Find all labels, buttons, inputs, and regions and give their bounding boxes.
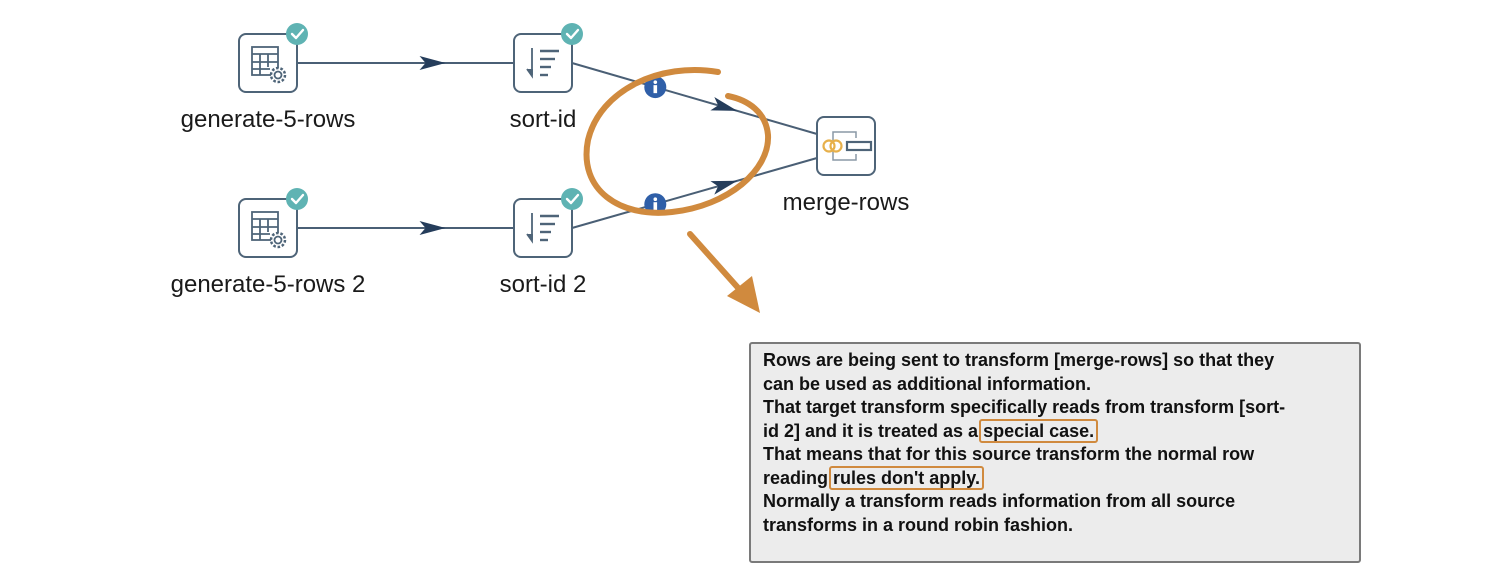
merge-path-top <box>832 131 857 142</box>
tooltip-text: can be used as additional information. <box>763 373 1092 394</box>
tooltip-text: transforms in a round robin fashion. <box>763 514 1074 535</box>
check-mark <box>565 193 580 205</box>
hop-arrow-icon <box>710 96 738 111</box>
info-dot <box>653 80 658 84</box>
merge-path-bottom <box>832 150 857 161</box>
hop-line[interactable] <box>571 62 818 135</box>
check-mark <box>565 28 580 40</box>
check-mark <box>290 193 305 205</box>
highlight-rules-dont-apply: rules don't apply. <box>829 465 984 490</box>
hop-arrow-icon <box>419 56 446 70</box>
sort-descending-icon <box>526 48 559 79</box>
check-badge <box>286 23 308 45</box>
node-box[interactable] <box>513 33 573 93</box>
success-check-icon <box>561 188 583 210</box>
node-label-generate-5-rows-2: generate-5-rows 2 <box>170 271 366 298</box>
hop-arrow-icon <box>710 180 738 195</box>
gear-center <box>273 235 283 245</box>
tooltip-line: Rows are being sent to transform [merge-… <box>763 349 1347 373</box>
hop-arrow-icon <box>419 221 446 235</box>
merge-output-bar <box>845 140 873 152</box>
check-badge <box>286 188 308 210</box>
table-gear-icon <box>251 46 287 84</box>
success-check-icon <box>561 23 583 45</box>
node-merge-rows[interactable] <box>816 116 876 176</box>
check-badge <box>561 23 583 45</box>
sort-descending-icon <box>526 213 559 244</box>
node-sort-id-2[interactable] <box>513 188 583 258</box>
hop-info-tooltip: Rows are being sent to transform [merge-… <box>749 342 1361 563</box>
tooltip-text: That means that for this source transfor… <box>763 444 1255 464</box>
node-generate-5-rows[interactable] <box>238 23 308 93</box>
tooltip-line: transforms in a round robin fashion. <box>763 514 1347 538</box>
table-outline <box>251 211 279 241</box>
tooltip-line: can be used as additional information. <box>763 373 1347 397</box>
node-label-merge-rows: merge-rows <box>782 189 910 216</box>
tooltip-line: That means that for this source transfor… <box>763 443 1347 467</box>
success-check-icon <box>286 188 308 210</box>
tooltip-text: That target transform specifically reads… <box>763 397 1286 417</box>
hop-line[interactable] <box>571 157 818 229</box>
hop-sort-id-to-merge-rows[interactable] <box>571 62 818 135</box>
node-generate-5-rows-2[interactable] <box>238 188 308 258</box>
merge-ring <box>822 139 836 153</box>
annotation-circle <box>583 66 772 216</box>
tooltip-text: id 2] and it is treated as a <box>763 420 979 441</box>
sort-arrow-head <box>526 68 533 79</box>
tooltip-line: That target transform specifically reads… <box>763 396 1347 420</box>
node-label-generate-5-rows: generate-5-rows <box>180 106 356 133</box>
highlight-special-case: special case. <box>979 418 1099 443</box>
success-check-icon <box>286 23 308 45</box>
node-sort-id[interactable] <box>513 23 583 93</box>
table-gear-icon <box>251 211 287 249</box>
check-badge <box>561 188 583 210</box>
node-label-sort-id: sort-id <box>509 106 577 133</box>
gear-center <box>273 70 283 80</box>
hop-sort-id-2-to-merge-rows[interactable] <box>571 157 818 229</box>
tooltip-text: Rows are being sent to transform [merge-… <box>763 350 1275 370</box>
annotation-arrow-head <box>727 276 760 313</box>
sort-arrow-head <box>526 233 533 244</box>
hop-generate-5-rows-to-sort-id[interactable] <box>297 56 514 70</box>
info-dot <box>653 197 658 201</box>
info-icon[interactable] <box>644 76 667 99</box>
check-mark <box>290 28 305 40</box>
merge-ring <box>829 139 843 153</box>
table-outline <box>251 46 279 76</box>
node-box[interactable] <box>513 198 573 258</box>
node-label-sort-id-2: sort-id 2 <box>499 271 587 298</box>
info-stem <box>653 85 658 94</box>
hop-generate-5-rows-2-to-sort-id-2[interactable] <box>297 221 514 235</box>
merge-rows-icon <box>822 131 873 161</box>
info-stem <box>653 202 658 211</box>
tooltip-text: reading <box>763 467 829 488</box>
annotation-arrow-shaft <box>687 231 743 293</box>
tooltip-line: Normally a transform reads information f… <box>763 490 1347 514</box>
tooltip-text: Normally a transform reads information f… <box>763 491 1236 511</box>
